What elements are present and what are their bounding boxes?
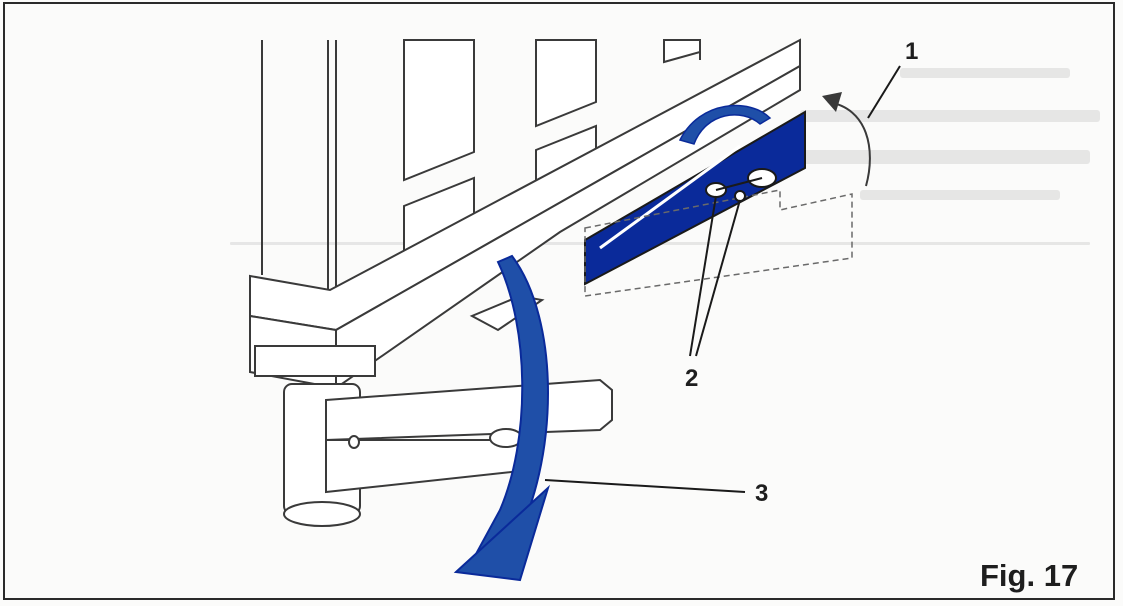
lower-hinge-bracket bbox=[254, 345, 613, 527]
rotation-arrow-small bbox=[678, 104, 772, 145]
callout-1-leader bbox=[867, 65, 901, 119]
callout-2-label: 2 bbox=[685, 365, 699, 392]
hinge-ghost-outline bbox=[584, 189, 853, 297]
figure-frame bbox=[3, 2, 1115, 600]
callout-2-leaders bbox=[689, 195, 741, 357]
callout-1-label: 1 bbox=[905, 38, 919, 65]
screws bbox=[705, 168, 777, 202]
cabinet-body bbox=[261, 40, 701, 292]
figure-number-label: Fig. 17 bbox=[980, 558, 1079, 593]
callout-3-leader bbox=[544, 479, 746, 493]
rotation-arrow-callout-1 bbox=[827, 101, 871, 187]
callout-3-label: 3 bbox=[755, 480, 769, 507]
